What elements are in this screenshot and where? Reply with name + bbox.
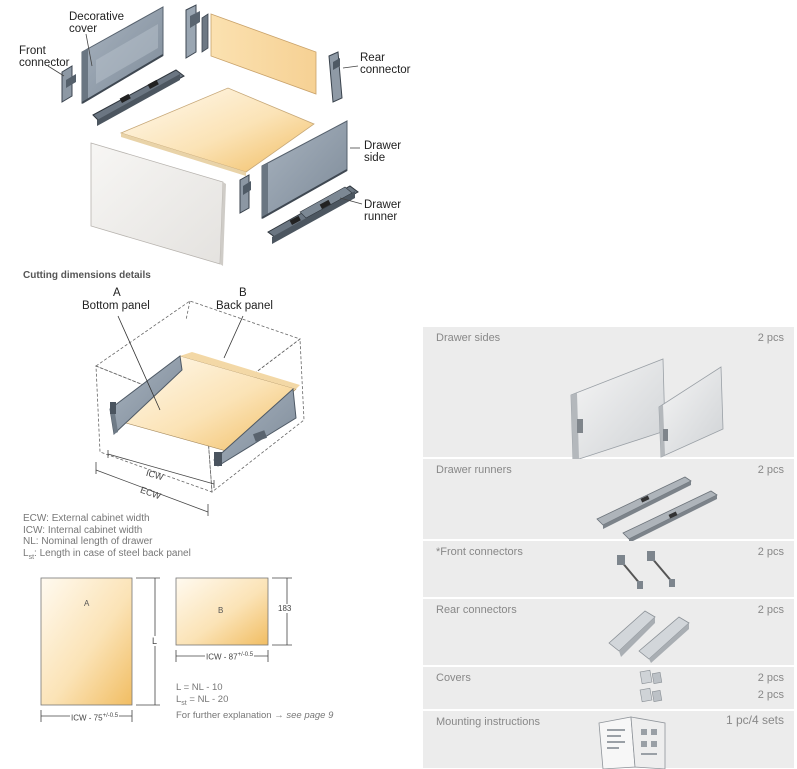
panel-b-tolerance: +/-0.5 — [237, 652, 254, 658]
part-name: Drawer runners — [436, 464, 512, 476]
arrow-icon: → — [274, 709, 284, 721]
part-qty-secondary: 2 pcs — [757, 689, 784, 701]
part-name: Covers — [436, 672, 471, 684]
legend-ecw: ECW: External cabinet width — [23, 513, 150, 524]
drawer-sides-photo — [570, 358, 724, 462]
front-connectors-photo — [617, 551, 675, 589]
panel-a-width-text: ICW - 75 — [71, 713, 103, 723]
label-bottom-panel: Bottom panel — [82, 300, 150, 312]
rear-connector-illustration — [328, 51, 359, 103]
panel-b-height-value: 183 — [277, 604, 293, 613]
back-panel-illustration — [210, 13, 317, 95]
part-name: Mounting instructions — [436, 716, 540, 728]
drawer-side-right-illustration — [261, 120, 360, 219]
cabinet-diagram — [95, 300, 305, 516]
panel-a-drawing — [40, 577, 160, 722]
formula-explain: For further explanation → see page 9 — [176, 709, 334, 721]
formulas: L = NL - 10 Lst = NL - 20 For further ex… — [176, 682, 333, 722]
formula-lst: Lst = NL - 20 — [176, 694, 229, 707]
parts-list: Drawer sides 2 pcs Drawer runners 2 pcs … — [423, 327, 794, 769]
part-qty: 2 pcs — [757, 332, 784, 344]
parts-row-drawer-runners: Drawer runners 2 pcs — [423, 459, 794, 543]
see-page-link[interactable]: see page 9 — [286, 709, 334, 721]
parts-row-rear-connectors: Rear connectors 2 pcs — [423, 599, 794, 667]
part-name: Rear connectors — [436, 604, 517, 616]
parts-row-covers: Covers 2 pcs 2 pcs — [423, 667, 794, 711]
part-qty: 2 pcs — [757, 604, 784, 616]
label-b-letter: B — [239, 287, 247, 299]
covers-photo — [639, 669, 663, 703]
part-name: *Front connectors — [436, 546, 523, 558]
panel-a-tolerance: +/-0.5 — [102, 713, 119, 719]
legend: ECW: External cabinet width ICW: Interna… — [23, 513, 191, 563]
panel-b-letter: B — [218, 606, 224, 615]
callout-front-connector: Front connector — [19, 45, 70, 69]
legend-icw: ICW: Internal cabinet width — [23, 524, 143, 536]
panel-a-letter: A — [84, 599, 90, 608]
panel-b-drawing — [175, 577, 292, 662]
panel-b-width-text: ICW - 87 — [206, 652, 238, 662]
part-qty: 1 pc/4 sets — [725, 713, 784, 727]
panel-a-height-label: L — [151, 636, 159, 646]
section-title-cutting: Cutting dimensions details — [23, 270, 151, 281]
formula-l: L = NL - 10 — [176, 682, 223, 693]
front-panel-illustration — [90, 142, 226, 266]
label-back-panel: Back panel — [216, 300, 273, 312]
part-name: Drawer sides — [436, 332, 501, 344]
parts-row-drawer-sides: Drawer sides 2 pcs — [423, 327, 794, 462]
legend-nl: NL: Nominal length of drawer — [23, 536, 153, 547]
callout-rear-connector: Rear connector — [360, 52, 411, 76]
drawer-side-left-illustration — [47, 6, 185, 126]
front-connector-right-illustration — [239, 174, 251, 214]
decorative-cover-illustration — [185, 4, 209, 59]
parts-row-mounting-instructions: Mounting instructions 1 pc/4 sets — [423, 711, 794, 769]
part-qty: 2 pcs — [757, 672, 784, 684]
bottom-panel-illustration — [119, 87, 315, 176]
callout-drawer-runner: Drawer runner — [364, 199, 402, 223]
parts-row-front-connectors: *Front connectors 2 pcs — [423, 541, 794, 599]
part-qty: 2 pcs — [757, 546, 784, 558]
legend-lst: Lst: Length in case of steel back panel — [23, 547, 191, 561]
part-qty: 2 pcs — [757, 464, 784, 476]
panel-b-width-label: ICW - 87+/-0.5 — [205, 652, 255, 662]
callout-drawer-side: Drawer side — [364, 140, 402, 164]
drawer-runners-photo — [596, 476, 718, 543]
drawer-runner-right-illustration — [267, 185, 363, 244]
label-a-letter: A — [113, 287, 121, 299]
mounting-instructions-photo — [598, 716, 666, 769]
rear-connectors-photo — [608, 610, 690, 663]
panel-a-width-label: ICW - 75+/-0.5 — [70, 713, 120, 723]
callout-decorative-cover: Decorative cover — [69, 11, 124, 35]
